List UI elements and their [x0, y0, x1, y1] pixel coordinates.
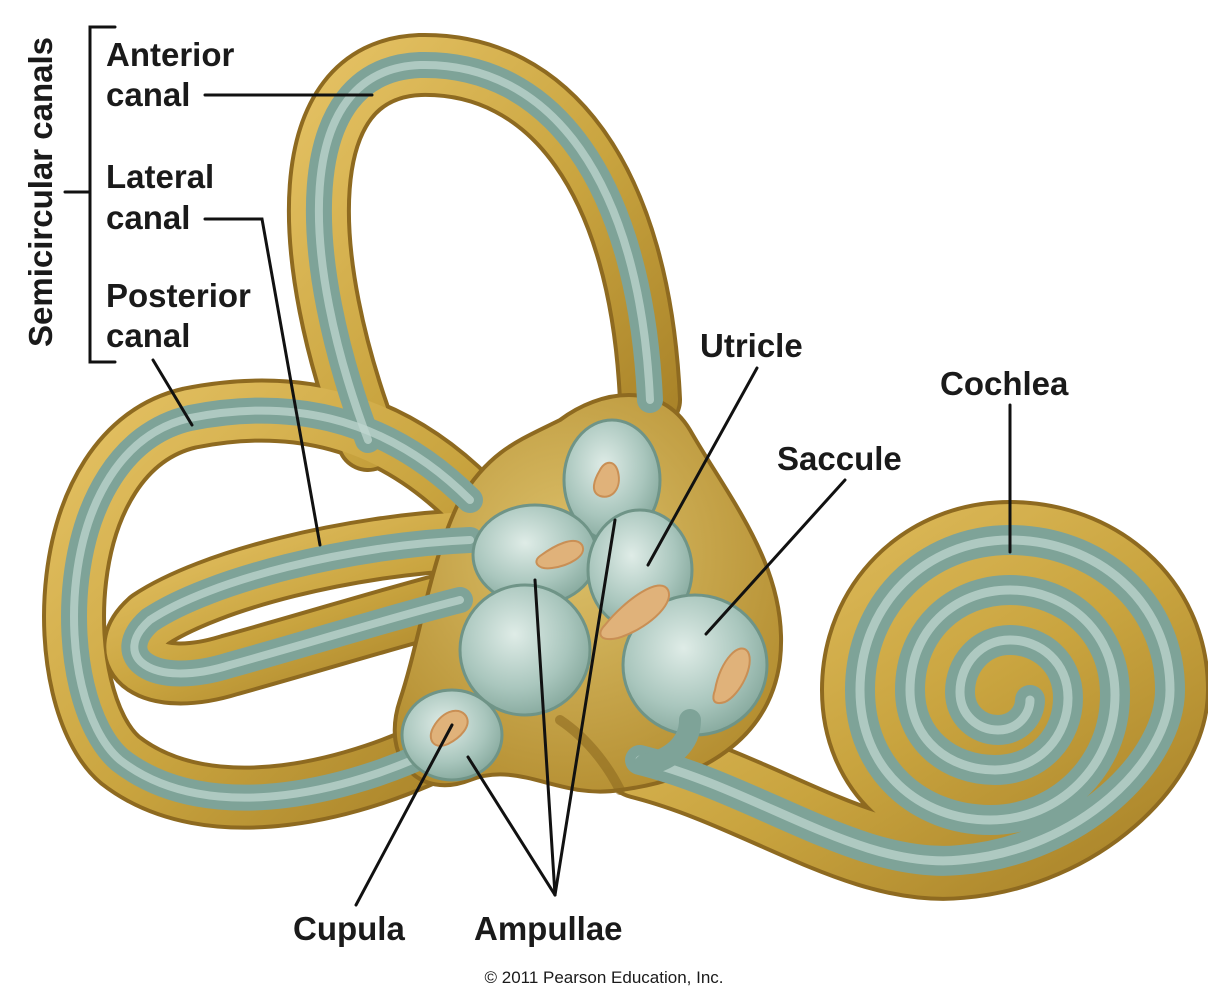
- receptor-patch: [599, 584, 671, 640]
- utricle-sac: [458, 583, 592, 717]
- label-posterior-canal-line1: Posterior: [106, 277, 251, 314]
- labels: Semicircular canals Anterior canal Later…: [22, 36, 1069, 987]
- membranous-labyrinth: [61, 51, 1185, 876]
- label-anterior-canal-line2: canal: [106, 76, 190, 113]
- receptor-patch: [593, 461, 620, 498]
- label-saccule: Saccule: [777, 440, 902, 477]
- label-cupula: Cupula: [293, 910, 405, 947]
- canals-bracket: [88, 25, 117, 364]
- label-lateral-canal-line1: Lateral: [106, 158, 214, 195]
- copyright-notice: © 2011 Pearson Education, Inc.: [484, 968, 723, 987]
- receptor-patch: [535, 539, 585, 570]
- receptor-patch: [712, 647, 751, 704]
- label-ampullae: Ampullae: [474, 910, 623, 947]
- label-semicircular-canals: Semicircular canals: [22, 37, 59, 347]
- label-cochlea: Cochlea: [940, 365, 1069, 402]
- label-posterior-canal-line2: canal: [106, 317, 190, 354]
- leader-lines: [63, 25, 1012, 907]
- label-lateral-canal-line2: canal: [106, 199, 190, 236]
- label-anterior-canal-line1: Anterior: [106, 36, 235, 73]
- label-utricle: Utricle: [700, 327, 803, 364]
